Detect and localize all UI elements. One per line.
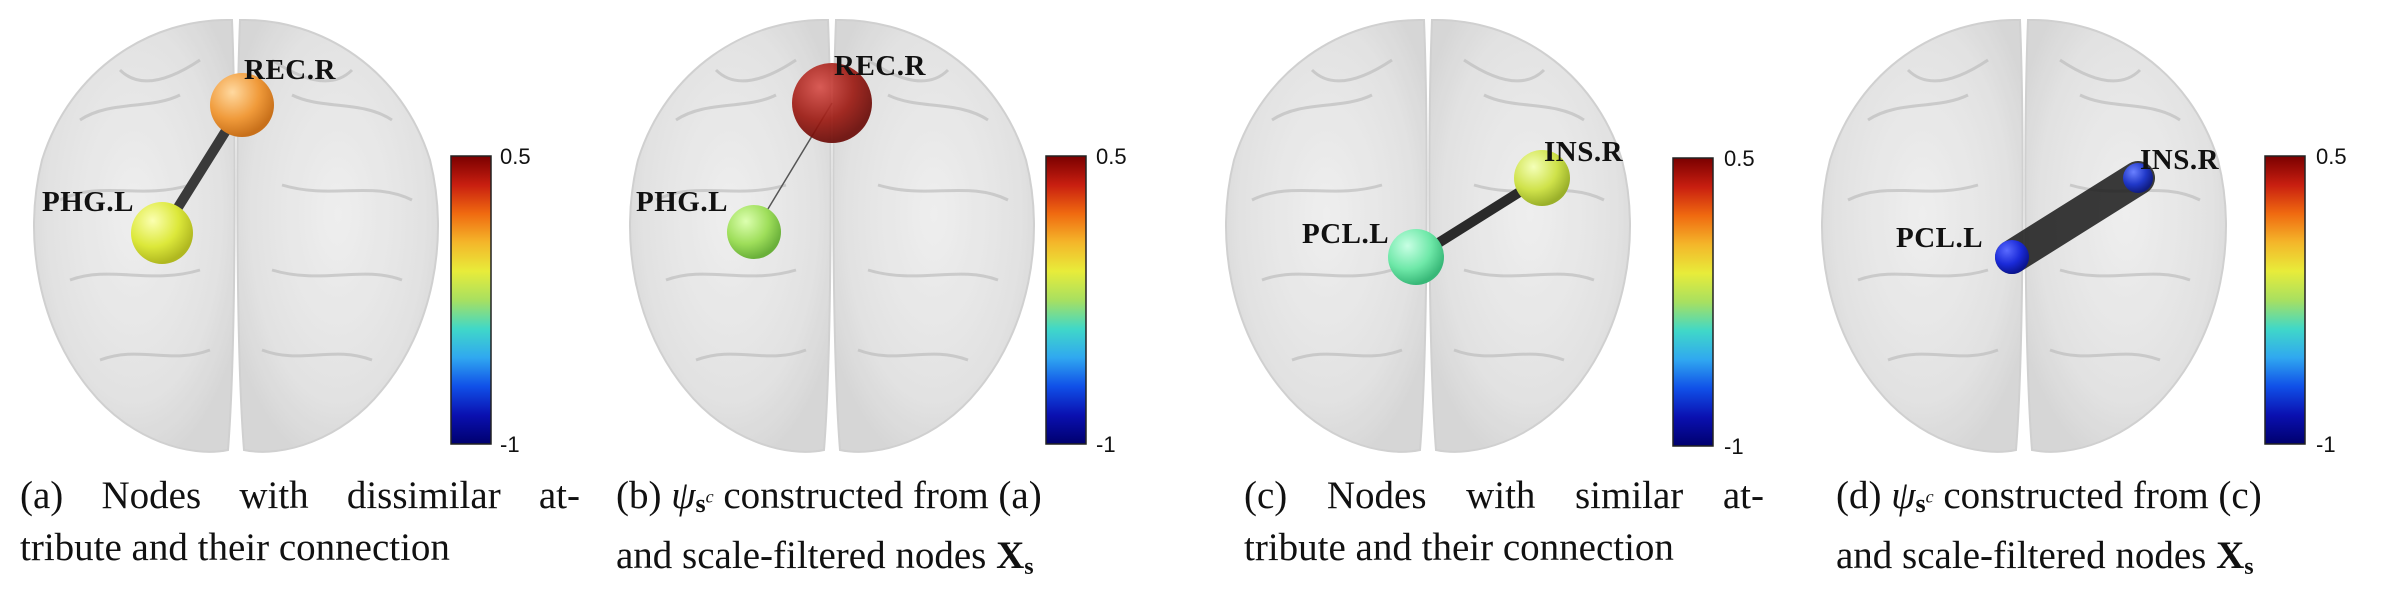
- caption-x-symbol: X: [2216, 534, 2245, 577]
- colorbar: [450, 155, 492, 445]
- brain-scene: [1821, 18, 2306, 453]
- node-label-1: REC.R: [244, 54, 336, 86]
- node-label-2: PHG.L: [42, 186, 134, 218]
- colorbar-min-label: -1: [1096, 432, 1116, 457]
- caption-superscript-c: c: [1925, 486, 1934, 507]
- colorbar: [2264, 155, 2306, 445]
- node-label-1: INS.R: [2140, 144, 2220, 176]
- brain-scene: [1225, 18, 1714, 453]
- caption: (c) Nodes with similar at- tribute and t…: [1244, 470, 1764, 574]
- figure-panel-d: INS.R PCL.L 0.5 -1 (d) ψsc constructed f…: [1788, 0, 2384, 600]
- colorbar-min-label: -1: [500, 432, 520, 457]
- caption-line-2: tribute and their connection: [20, 526, 450, 569]
- node-label-1: REC.R: [834, 50, 926, 82]
- caption-x-subscript: s: [2244, 554, 2254, 580]
- caption-line-1: (a) Nodes with dissimilar at-: [20, 474, 580, 517]
- node-sphere-2: [1388, 229, 1444, 285]
- node-label-2: PCL.L: [1302, 218, 1390, 250]
- caption-superscript-c: c: [705, 486, 714, 507]
- caption-subscript: sc: [1915, 486, 1934, 518]
- caption-line-2: and scale-filtered nodes Xs: [1836, 530, 2376, 593]
- caption-prefix: (b): [616, 474, 672, 517]
- caption-psi-symbol: ψ: [671, 474, 696, 517]
- brain-right-hemisphere: [236, 18, 439, 453]
- caption-x-subscript: s: [1024, 554, 1034, 580]
- caption-line-2-text: and scale-filtered nodes: [616, 534, 997, 577]
- caption-line-1: (d) ψsc constructed from (c): [1836, 470, 2376, 530]
- colorbar: [1672, 157, 1714, 447]
- caption-subscript-s: s: [1915, 489, 1926, 518]
- colorbar-max-label: 0.5: [1724, 146, 1755, 171]
- node-sphere-1: [2123, 163, 2153, 193]
- caption-line-1: (c) Nodes with similar at-: [1244, 474, 1764, 517]
- caption-x-symbol: X: [996, 534, 1025, 577]
- brain-right-hemisphere: [1428, 18, 1631, 453]
- caption-rest: constructed from (c): [1933, 474, 2262, 517]
- node-sphere-2: [131, 202, 193, 264]
- node-sphere-2: [727, 205, 781, 259]
- caption-line-2-text: and scale-filtered nodes: [1836, 534, 2217, 577]
- caption-prefix: (d): [1836, 474, 1892, 517]
- figure-panel-a: REC.R PHG.L 0.5 -1 (a) Nodes with dissim…: [0, 0, 596, 600]
- colorbar-max-label: 0.5: [2316, 144, 2347, 169]
- caption-rest: constructed from (a): [713, 474, 1042, 517]
- figure-panel-c: INS.R PCL.L 0.5 -1 (c) Nodes with simila…: [1192, 0, 1788, 600]
- figure-panel-b: REC.R PHG.L 0.5 -1 (b) ψsc constructed f…: [596, 0, 1192, 600]
- caption: (a) Nodes with dissimilar at- tribute an…: [20, 470, 580, 574]
- brain-right-hemisphere: [832, 18, 1035, 453]
- node-sphere-1: [210, 73, 274, 137]
- caption: (b) ψsc constructed from (a) and scale-f…: [616, 470, 1176, 593]
- colorbar-min-label: -1: [1724, 434, 1744, 459]
- colorbar-max-label: 0.5: [1096, 144, 1127, 169]
- node-label-2: PCL.L: [1896, 222, 1984, 254]
- caption-subscript-s: s: [695, 489, 706, 518]
- caption: (d) ψsc constructed from (c) and scale-f…: [1836, 470, 2376, 593]
- brain-left-hemisphere: [1821, 18, 2024, 453]
- node-sphere-2: [1995, 240, 2029, 274]
- connection-edge: [1995, 161, 2155, 274]
- node-sphere-1: [792, 63, 872, 143]
- brain-scene: [629, 18, 1087, 453]
- node-sphere-1: [1514, 150, 1570, 206]
- node-label-1: INS.R: [1544, 136, 1624, 168]
- caption-subscript: sc: [695, 486, 714, 518]
- colorbar-min-label: -1: [2316, 432, 2336, 457]
- caption-line-1: (b) ψsc constructed from (a): [616, 470, 1176, 530]
- node-label-2: PHG.L: [636, 186, 728, 218]
- brain-scene: [33, 18, 492, 453]
- caption-line-2: and scale-filtered nodes Xs: [616, 530, 1176, 593]
- colorbar-max-label: 0.5: [500, 144, 531, 169]
- colorbar: [1045, 155, 1087, 445]
- caption-psi-symbol: ψ: [1891, 474, 1916, 517]
- caption-line-2: tribute and their connection: [1244, 526, 1674, 569]
